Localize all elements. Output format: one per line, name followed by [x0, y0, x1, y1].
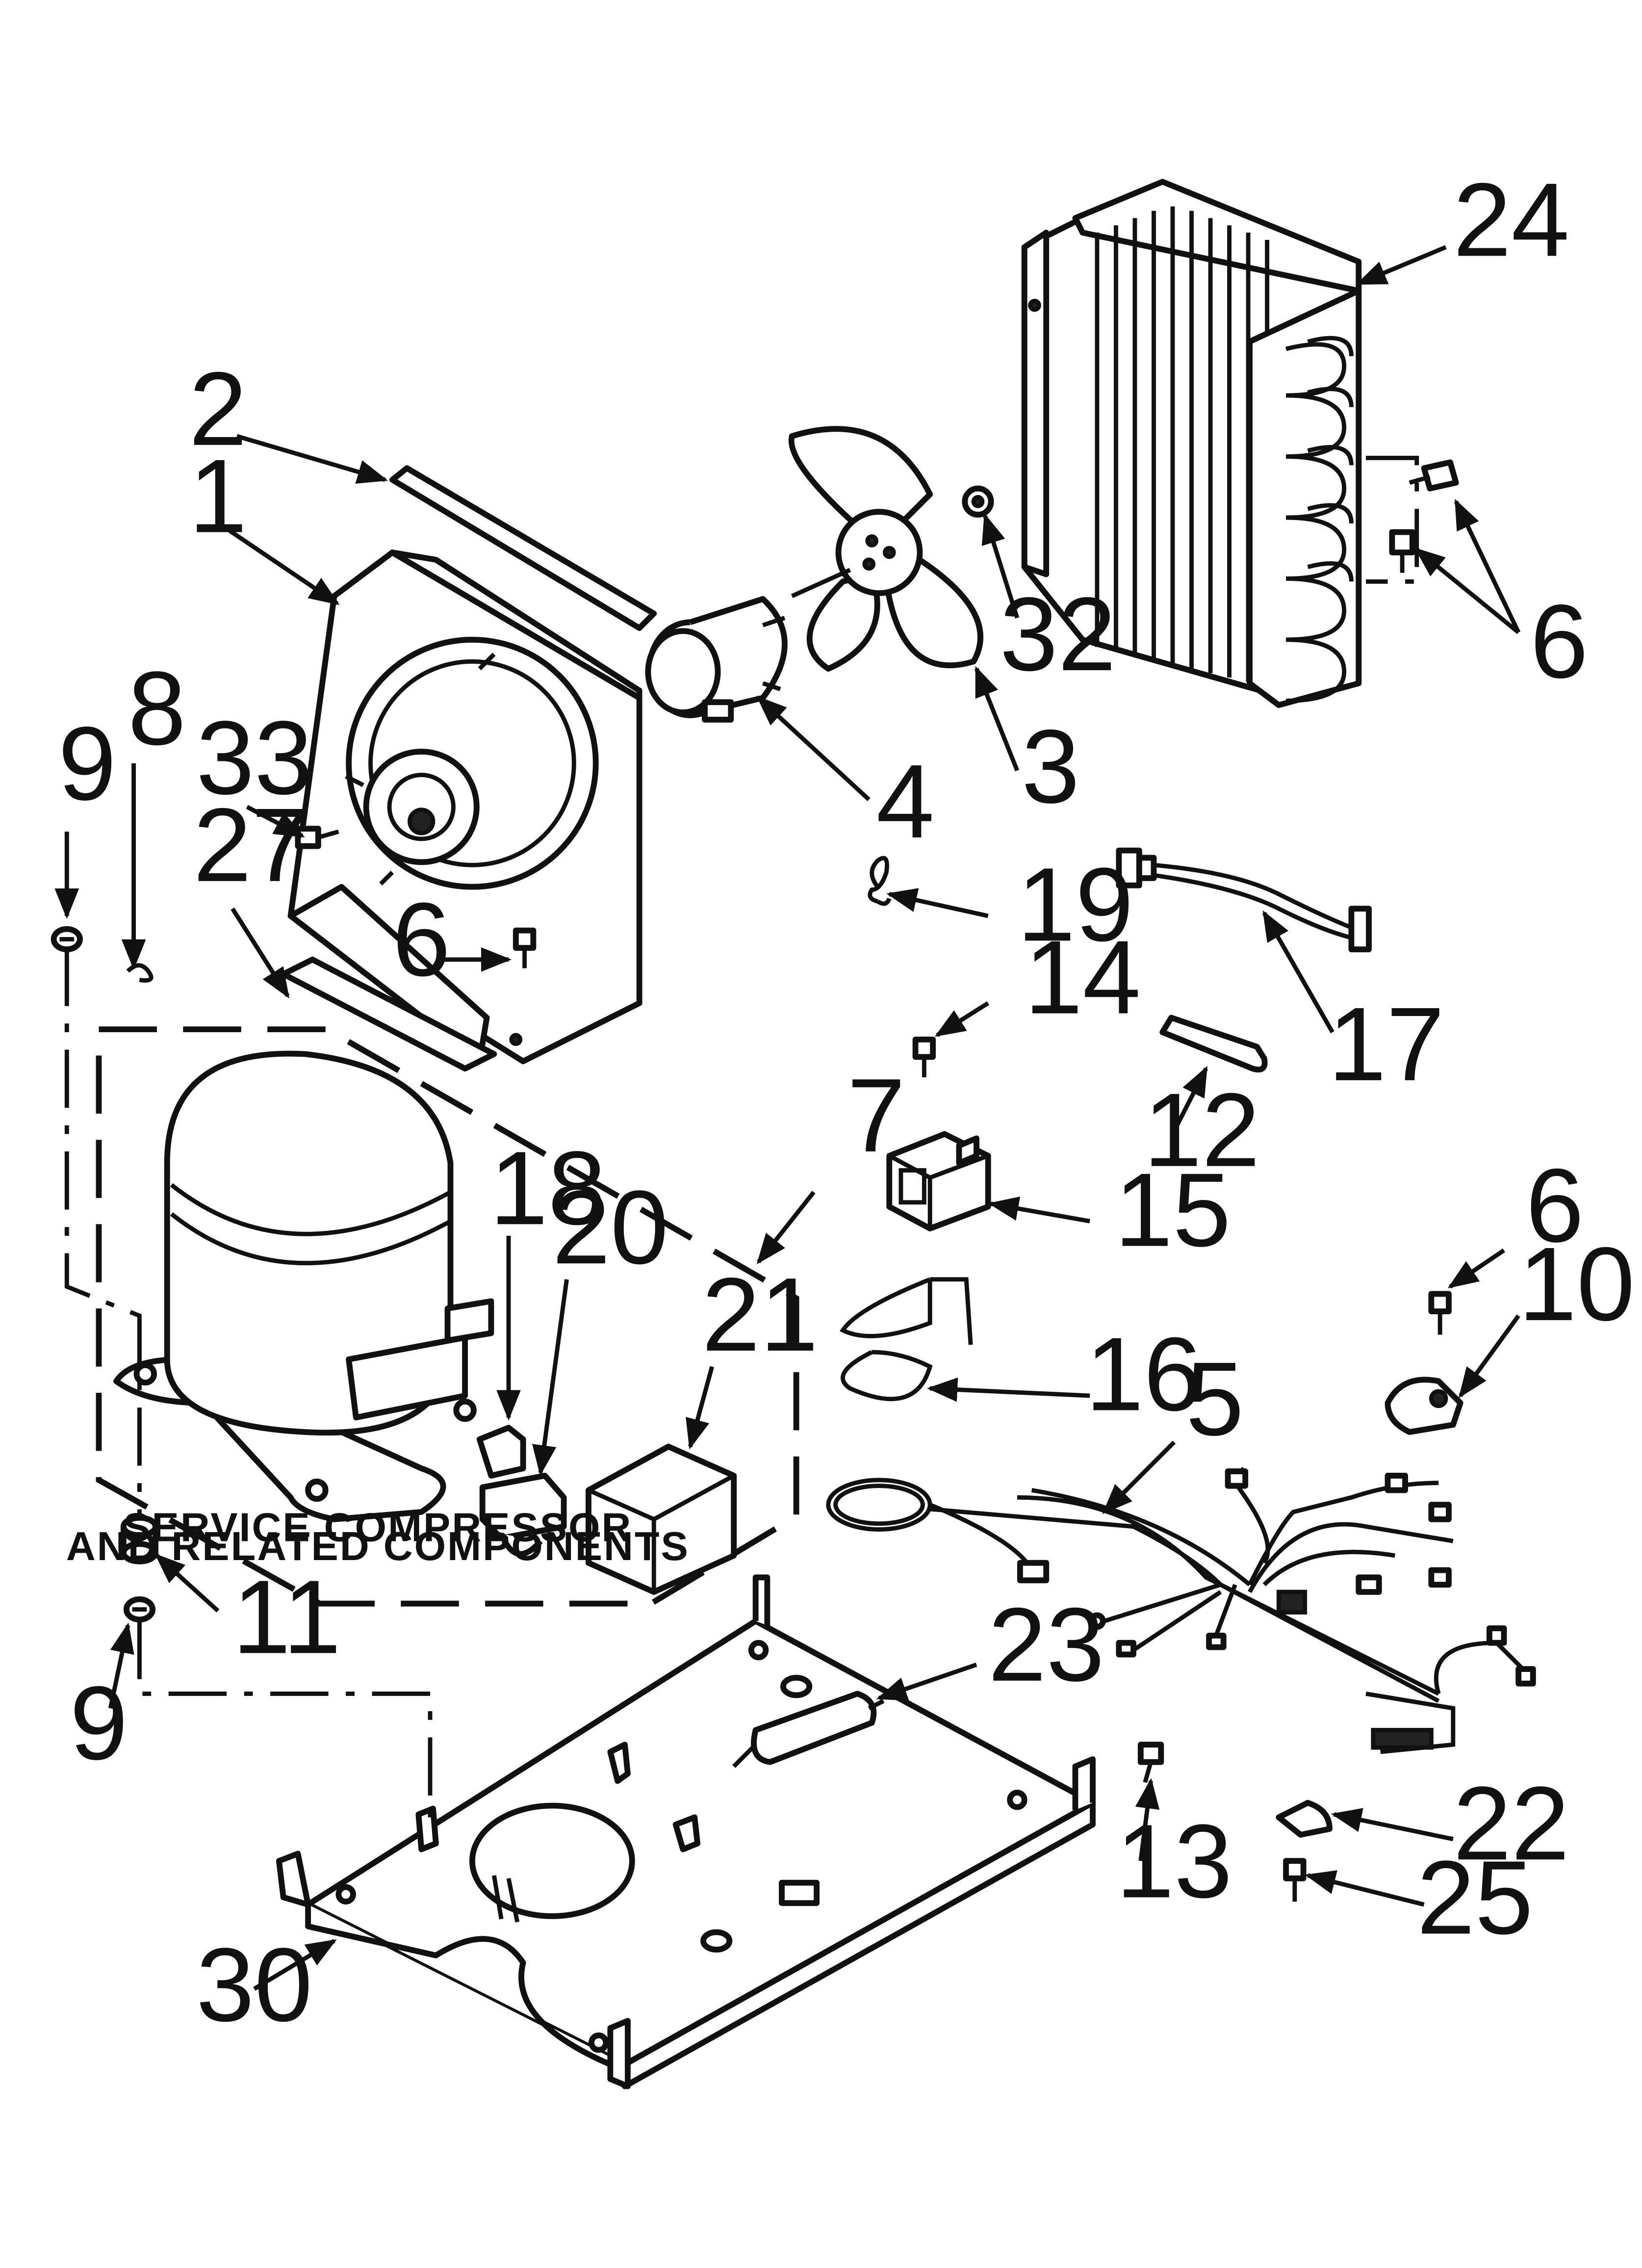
- filter-drier: [732, 1691, 885, 1768]
- screw-25: [1283, 1858, 1307, 1902]
- callout-labels: 1 2 3 4 5 6 6 6 7 8 9 9 10 11 12 13 14 1…: [58, 162, 1635, 2044]
- service-boundary: [96, 1026, 799, 1607]
- condenser-screw-lower: [1389, 529, 1415, 573]
- compressor: [113, 1050, 494, 1522]
- clip: [126, 963, 154, 983]
- shroud-mount-screw: [513, 927, 537, 968]
- solenoid-coil: [886, 1131, 991, 1232]
- callout-8: 8: [128, 650, 186, 767]
- callout-27: 27: [193, 787, 309, 904]
- service-note: SERVICE COMPRESSOR AND RELATED COMPONENT…: [66, 1504, 690, 1569]
- callout-30: 30: [196, 1927, 312, 2043]
- callout-1: 1: [189, 438, 247, 555]
- leader-lines: [54, 245, 1521, 1991]
- fan-shroud: [287, 549, 642, 1065]
- wire-harness-short: [1116, 847, 1372, 953]
- base-pan: [276, 1574, 1096, 2089]
- overload-protector: [476, 1425, 526, 1479]
- callout-14: 14: [1025, 919, 1141, 1036]
- callout-15: 15: [1114, 1152, 1231, 1269]
- callout-4: 4: [876, 743, 935, 860]
- callout-7: 7: [847, 1057, 905, 1174]
- condenser: [1021, 179, 1419, 708]
- callout-9-upper: 9: [58, 705, 117, 822]
- condenser-screw-upper: [1409, 459, 1459, 492]
- callout-24: 24: [1453, 162, 1569, 279]
- harness-screw: [1428, 1291, 1452, 1335]
- harness-clamp: [1385, 1377, 1463, 1435]
- callout-21: 21: [702, 1256, 818, 1373]
- blade-retainer: [962, 485, 994, 518]
- grommet-lower: [123, 1596, 156, 1623]
- fan-blade: [788, 426, 983, 672]
- callout-20: 20: [552, 1169, 668, 1286]
- service-note-line2: AND RELATED COMPONENTS: [66, 1523, 690, 1569]
- clip-22: [1276, 1799, 1333, 1838]
- callout-18: 18: [489, 1130, 606, 1247]
- callout-17: 17: [1328, 986, 1444, 1103]
- tube: [1159, 1015, 1268, 1073]
- callout-16: 16: [1085, 1316, 1202, 1433]
- service-note-line1: SERVICE COMPRESSOR: [123, 1504, 632, 1550]
- main-wire-harness: [826, 1466, 1536, 1754]
- callout-33: 33: [196, 700, 312, 816]
- callout-32: 32: [1000, 576, 1116, 693]
- relay-cover: [586, 1443, 737, 1595]
- valve-bracket: [839, 1277, 973, 1402]
- callout-6-shroud: 6: [392, 881, 451, 998]
- callout-12: 12: [1144, 1072, 1260, 1189]
- screw-13: [1137, 1742, 1164, 1783]
- callout-23: 23: [988, 1587, 1104, 1703]
- callout-25: 25: [1417, 1839, 1533, 1956]
- callout-2: 2: [189, 351, 247, 468]
- wire-tie: [868, 856, 892, 906]
- callout-6-harness: 6: [1526, 1147, 1584, 1264]
- callout-10: 10: [1518, 1226, 1635, 1343]
- callout-19: 19: [1017, 846, 1133, 963]
- grommet-upper: [51, 926, 83, 953]
- fan-motor: [645, 596, 788, 723]
- callout-9-lower: 9: [70, 1665, 128, 1782]
- callout-3: 3: [1022, 708, 1080, 825]
- callout-5: 5: [1186, 1341, 1244, 1458]
- callout-22: 22: [1453, 1765, 1569, 1882]
- callout-11: 11: [232, 1559, 341, 1675]
- callout-13: 13: [1116, 1803, 1232, 1920]
- shroud-gasket: [280, 956, 497, 1072]
- solenoid-screw: [912, 1036, 936, 1077]
- baffle-strip: [389, 465, 657, 631]
- callout-6-right: 6: [1530, 583, 1589, 700]
